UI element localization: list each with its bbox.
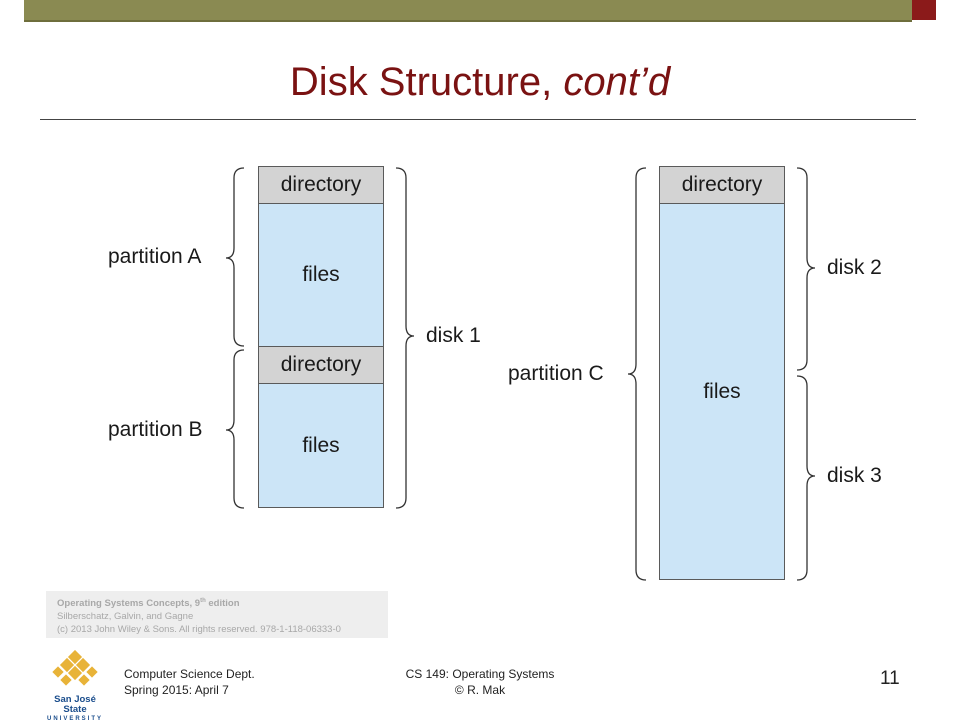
label-partition-a: partition A [108, 245, 202, 268]
credit-line-2: Silberschatz, Galvin, and Gagne [57, 611, 194, 623]
credit-box: Operating Systems Concepts, 9th edition … [46, 591, 388, 638]
disk-1-brace [395, 167, 415, 509]
label-disk-2: disk 2 [827, 256, 882, 279]
slide-title: Disk Structure, cont’d [289, 60, 671, 104]
page-number: 11 [880, 668, 900, 689]
disk1-files-a: files [258, 203, 384, 347]
sjsu-logo: San José State UNIVERSITY [44, 649, 106, 722]
credit-line-1: Operating Systems Concepts, 9th edition [57, 598, 240, 610]
disk1-files-b: files [258, 383, 384, 508]
disk1-directory-b: directory [258, 346, 384, 384]
sjsu-logo-university: UNIVERSITY [46, 716, 103, 722]
footer-center: CS 149: Operating Systems © R. Mak [380, 666, 580, 698]
footer-dept: Computer Science Dept. [124, 667, 255, 681]
disk-3-brace [796, 375, 816, 581]
credit-line-3: (c) 2013 John Wiley & Sons. All rights r… [57, 624, 341, 636]
label-disk-1: disk 1 [426, 324, 481, 347]
sjsu-logo-mark-icon [52, 649, 98, 686]
top-bar [24, 0, 912, 22]
partition-a-brace [225, 167, 245, 347]
footer-course: CS 149: Operating Systems [405, 667, 555, 681]
label-partition-b: partition B [108, 418, 203, 441]
partition-b-brace [225, 349, 245, 509]
footer-date: Spring 2015: April 7 [124, 683, 229, 697]
title-rule [40, 119, 916, 120]
top-accent-square [912, 0, 936, 20]
label-disk-3: disk 3 [827, 464, 882, 487]
sjsu-logo-name: San José State [54, 694, 96, 715]
disk-2-brace [796, 167, 816, 371]
partition-c-brace [627, 167, 647, 581]
partc-files: files [659, 203, 785, 580]
footer-left: Computer Science Dept. Spring 2015: Apri… [124, 666, 255, 698]
footer-author: © R. Mak [454, 683, 506, 697]
label-partition-c: partition C [508, 362, 604, 385]
